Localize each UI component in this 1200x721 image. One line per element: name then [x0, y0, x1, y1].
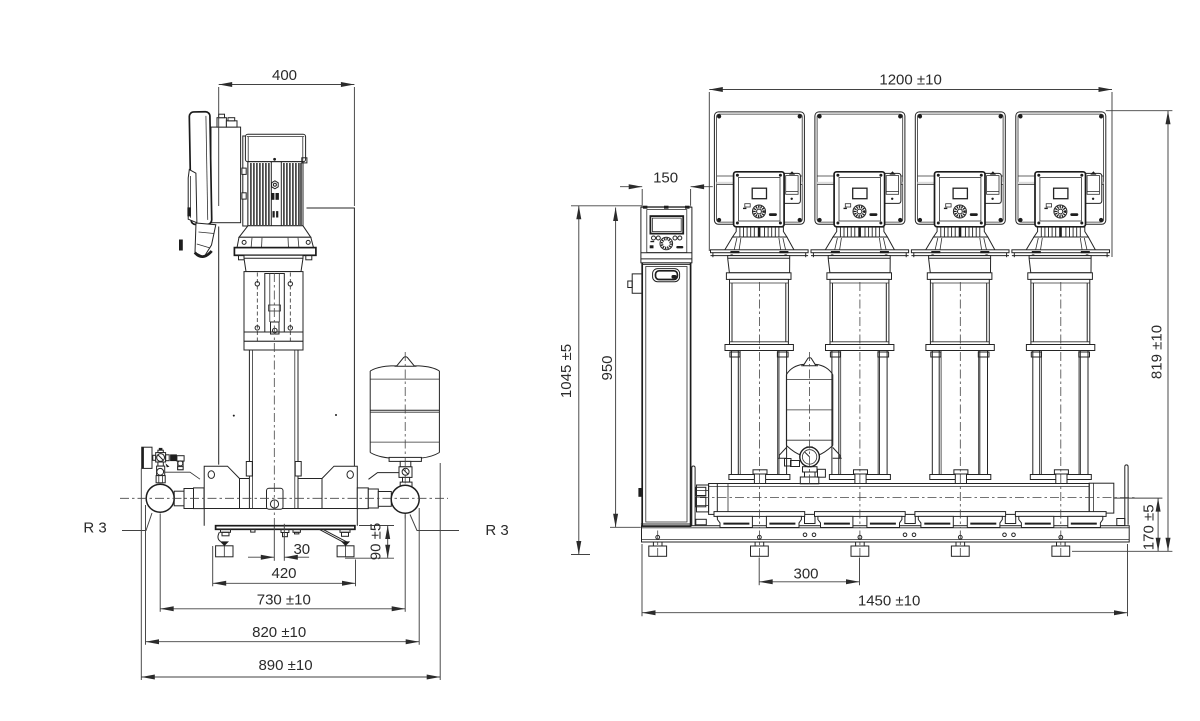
svg-text:1045 ±5: 1045 ±5 — [558, 344, 575, 398]
svg-text:890 ±10: 890 ±10 — [258, 657, 312, 674]
svg-text:820 ±10: 820 ±10 — [252, 624, 306, 641]
svg-text:950: 950 — [599, 355, 616, 380]
svg-text:400: 400 — [272, 67, 297, 84]
svg-text:30: 30 — [293, 541, 310, 558]
svg-text:150: 150 — [653, 169, 678, 186]
svg-text:1200 ±10: 1200 ±10 — [879, 72, 941, 89]
svg-text:819 ±10: 819 ±10 — [1149, 325, 1166, 379]
svg-text:730 ±10: 730 ±10 — [257, 591, 311, 608]
svg-text:420: 420 — [271, 565, 296, 582]
svg-text:R 3: R 3 — [485, 522, 508, 539]
svg-text:90 ±5: 90 ±5 — [368, 523, 385, 560]
svg-text:R 3: R 3 — [83, 520, 106, 537]
svg-text:170 ±5: 170 ±5 — [1141, 504, 1158, 550]
svg-text:300: 300 — [793, 565, 818, 582]
svg-text:1450 ±10: 1450 ±10 — [858, 593, 920, 610]
